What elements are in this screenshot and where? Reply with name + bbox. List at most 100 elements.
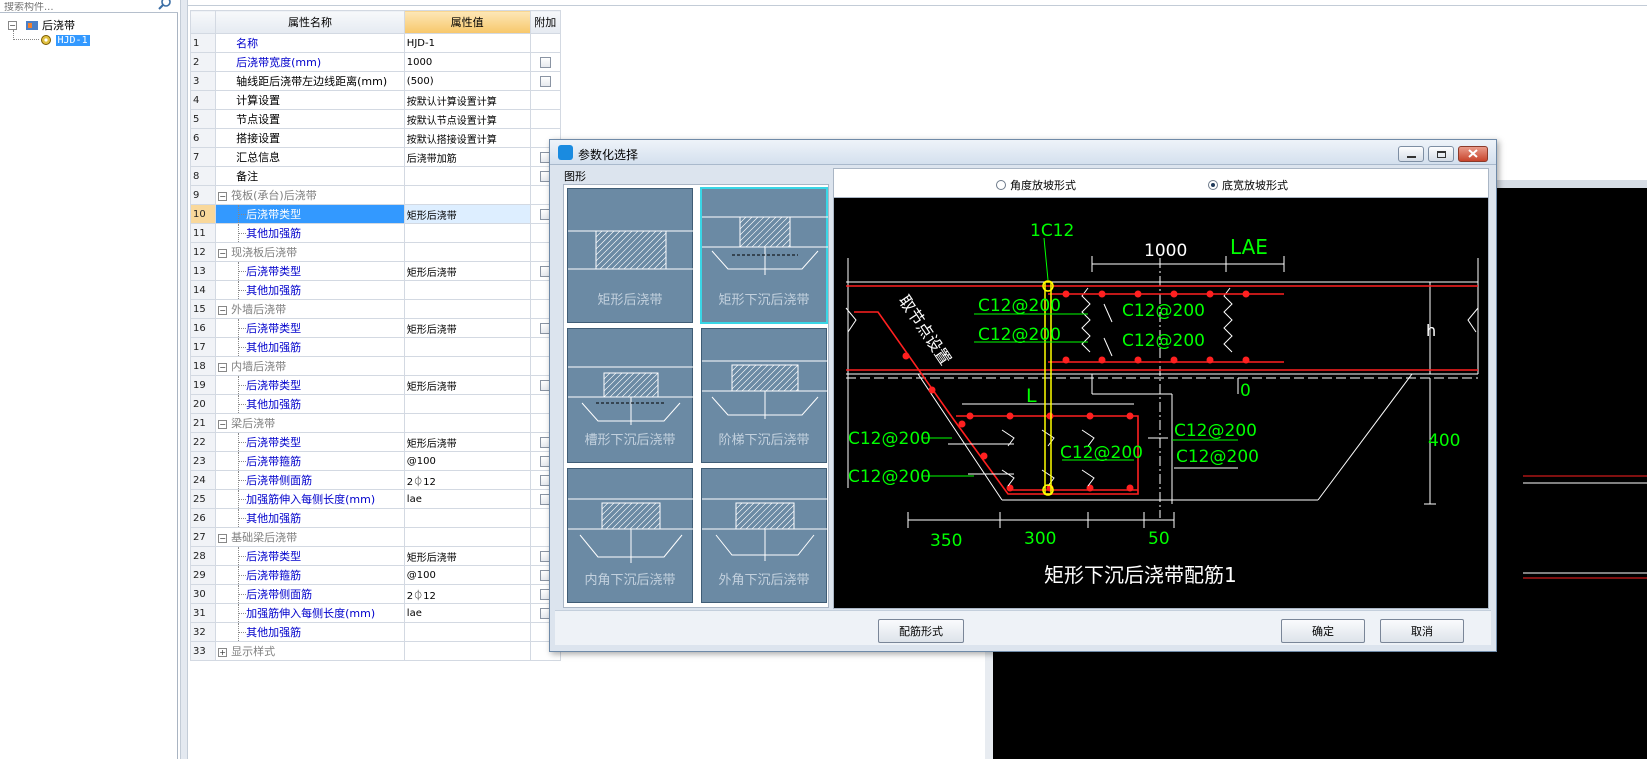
- property-value[interactable]: lae: [403, 489, 531, 509]
- property-value[interactable]: @100: [403, 451, 531, 471]
- property-value[interactable]: lae: [403, 603, 531, 623]
- thumb-rect[interactable]: 矩形后浇带: [567, 188, 694, 323]
- radio-width-slope[interactable]: 底宽放坡形式: [1208, 177, 1288, 193]
- maximize-button[interactable]: [1428, 146, 1454, 162]
- property-value[interactable]: 矩形后浇带: [403, 318, 531, 338]
- property-value[interactable]: [403, 223, 531, 243]
- property-value[interactable]: [403, 527, 531, 547]
- grid-header-value[interactable]: 属性值: [403, 10, 531, 34]
- property-value[interactable]: 后浇带加筋: [403, 147, 531, 167]
- grid-row[interactable]: 12−现浇板后浇带: [189, 242, 562, 262]
- thumb-step[interactable]: 阶梯下沉后浇带: [701, 328, 828, 463]
- tree-root[interactable]: − 后浇带: [8, 17, 75, 33]
- property-value[interactable]: [403, 242, 531, 262]
- close-button[interactable]: [1458, 146, 1488, 162]
- property-value[interactable]: [403, 394, 531, 414]
- property-value[interactable]: [403, 185, 531, 205]
- property-value[interactable]: (500): [403, 71, 531, 91]
- collapse-icon[interactable]: −: [218, 305, 228, 315]
- property-value[interactable]: [403, 413, 531, 433]
- grid-header-name[interactable]: 属性名称: [215, 10, 405, 34]
- tree-item-hjd1[interactable]: HJD-1: [40, 33, 90, 46]
- property-value[interactable]: [403, 356, 531, 376]
- property-value[interactable]: [403, 641, 531, 661]
- extra-checkbox[interactable]: [539, 75, 551, 87]
- property-value[interactable]: @100: [403, 565, 531, 585]
- collapse-icon[interactable]: −: [218, 362, 228, 372]
- property-value[interactable]: [403, 299, 531, 319]
- collapse-icon[interactable]: −: [218, 191, 228, 201]
- grid-row[interactable]: 27−基础梁后浇带: [189, 527, 562, 547]
- property-value[interactable]: 按默认搭接设置计算: [403, 128, 531, 148]
- property-value[interactable]: 矩形后浇带: [403, 432, 531, 452]
- minimize-button[interactable]: [1398, 146, 1424, 162]
- property-value[interactable]: 矩形后浇带: [403, 546, 531, 566]
- grid-row[interactable]: 21−梁后浇带: [189, 413, 562, 433]
- collapse-icon[interactable]: −: [218, 248, 228, 258]
- extra-checkbox[interactable]: [539, 56, 551, 68]
- property-value[interactable]: 按默认节点设置计算: [403, 109, 531, 129]
- cancel-button[interactable]: 取消: [1380, 619, 1464, 643]
- property-value[interactable]: [403, 508, 531, 528]
- property-value[interactable]: 矩形后浇带: [403, 375, 531, 395]
- ok-button[interactable]: 确定: [1281, 619, 1365, 643]
- property-value[interactable]: 1000: [403, 52, 531, 72]
- property-value[interactable]: 2⏀12: [403, 584, 531, 604]
- property-value[interactable]: 按默认计算设置计算: [403, 90, 531, 110]
- property-value[interactable]: [403, 166, 531, 186]
- grid-header-extra[interactable]: 附加: [529, 10, 562, 34]
- grid-row[interactable]: 18−内墙后浇带: [189, 356, 562, 376]
- thumb-trough[interactable]: 槽形下沉后浇带: [567, 328, 694, 463]
- thumb-rect-sunk[interactable]: 矩形下沉后浇带: [700, 187, 828, 324]
- panel-splitter[interactable]: [180, 0, 188, 759]
- property-value[interactable]: [403, 622, 531, 642]
- search-input[interactable]: [0, 1, 150, 14]
- thumb-outer[interactable]: 外角下沉后浇带: [701, 468, 828, 603]
- grid-row[interactable]: 9−筏板(承台)后浇带: [189, 185, 562, 205]
- collapse-icon[interactable]: −: [218, 419, 228, 429]
- property-value[interactable]: 2⏀12: [403, 470, 531, 490]
- property-value[interactable]: [403, 280, 531, 300]
- property-value[interactable]: 矩形后浇带: [403, 261, 531, 281]
- thumb-inner[interactable]: 内角下沉后浇带: [567, 468, 694, 603]
- dialog-titlebar[interactable]: 参数化选择: [550, 140, 1496, 165]
- rebar-form-button[interactable]: 配筋形式: [878, 619, 964, 643]
- collapse-icon[interactable]: −: [8, 20, 17, 30]
- property-value[interactable]: 矩形后浇带: [403, 204, 531, 224]
- grid-row[interactable]: 15−外墙后浇带: [189, 299, 562, 319]
- search-icon[interactable]: [158, 0, 172, 10]
- grid-header-num: [189, 10, 217, 34]
- radio-angle-slope[interactable]: 角度放坡形式: [996, 177, 1076, 193]
- grid-row[interactable]: 33+显示样式: [189, 641, 562, 661]
- expand-icon[interactable]: +: [218, 647, 228, 657]
- collapse-icon[interactable]: −: [218, 533, 228, 543]
- property-value[interactable]: HJD-1: [403, 33, 531, 53]
- property-value[interactable]: [403, 337, 531, 357]
